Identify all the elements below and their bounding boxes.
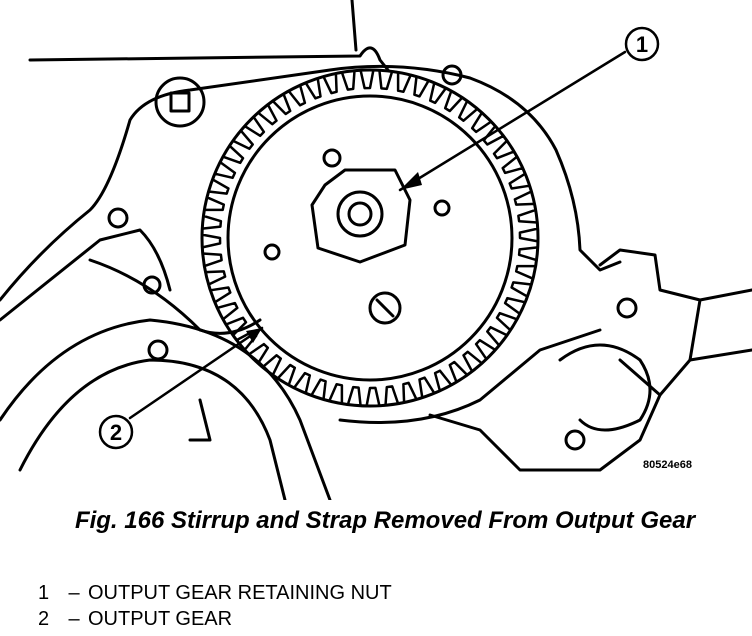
- legend-dash: –: [68, 582, 80, 604]
- callout-2: 2: [98, 414, 134, 450]
- figure-caption: Fig. 166 Stirrup and Strap Removed From …: [74, 507, 696, 534]
- legend-number: 1: [38, 582, 50, 604]
- figure-code: 80524e68: [643, 459, 692, 471]
- svg-text:1: 1: [636, 32, 648, 57]
- svg-text:2: 2: [110, 420, 122, 445]
- legend-label: OUTPUT GEAR RETAINING NUT: [88, 582, 392, 604]
- legend-number: 2: [38, 608, 50, 630]
- legend-label: OUTPUT GEAR: [88, 608, 233, 630]
- legend-dash: –: [68, 608, 80, 630]
- retaining-nut: [310, 168, 412, 264]
- legend-item: 2–OUTPUT GEAR: [38, 606, 392, 632]
- legend-item: 1–OUTPUT GEAR RETAINING NUT: [38, 580, 392, 606]
- gear-illustration: 1 2: [0, 0, 752, 500]
- legend: 1–OUTPUT GEAR RETAINING NUT 2–OUTPUT GEA…: [38, 580, 392, 632]
- callout-1: 1: [624, 26, 660, 62]
